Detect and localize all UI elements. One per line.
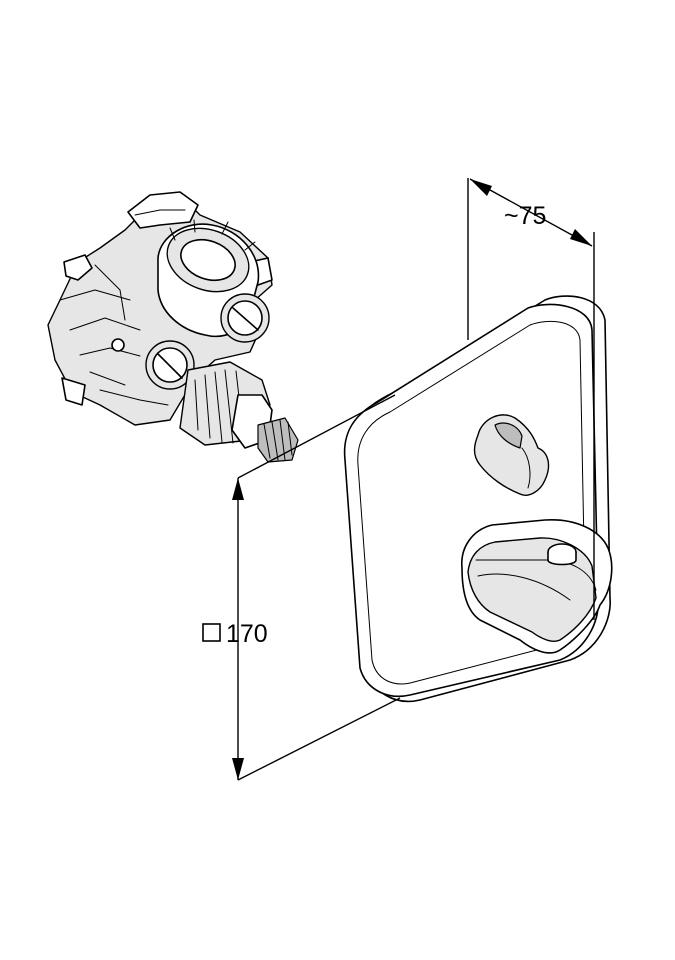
height-dimension xyxy=(232,394,401,781)
plate-size-callout: 170 xyxy=(202,620,268,648)
square-symbol xyxy=(202,623,221,642)
plug-screw-upper xyxy=(220,293,270,343)
plug-screw-lower xyxy=(145,340,195,390)
depth-dimension xyxy=(467,178,595,620)
thermostat-handle xyxy=(461,519,613,654)
thermostat-cartridge xyxy=(179,361,299,463)
depth-label: ~75 xyxy=(504,202,546,230)
plate-size-label: 170 xyxy=(226,620,268,648)
diverter-lever xyxy=(473,414,550,496)
